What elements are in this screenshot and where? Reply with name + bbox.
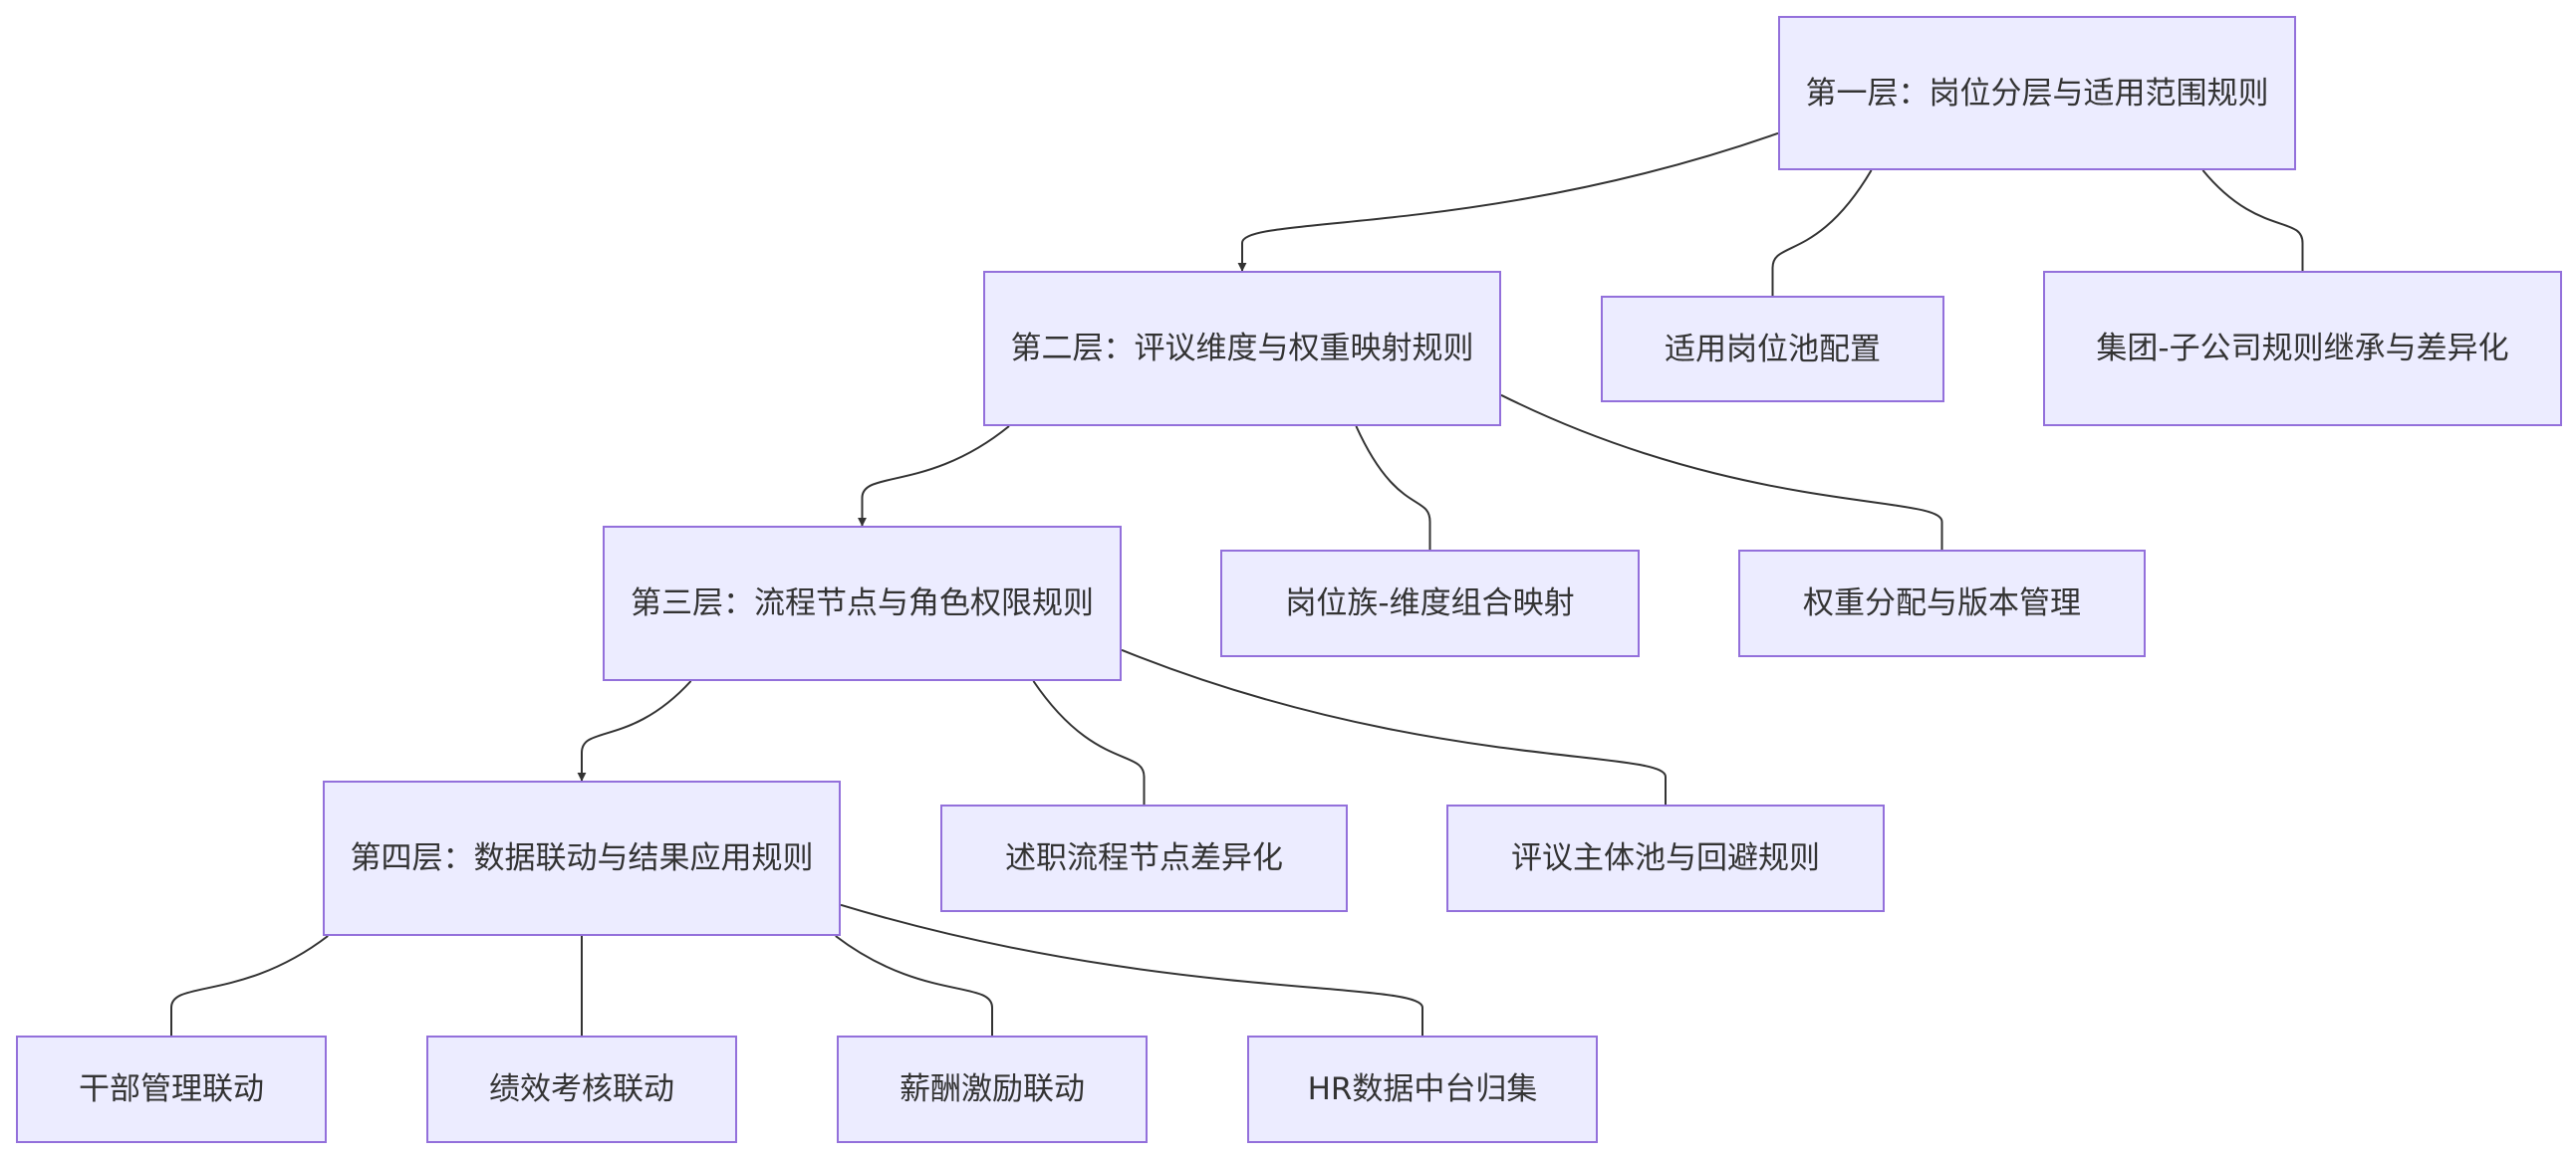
edge-layer2-to-family_map bbox=[1355, 425, 1431, 550]
node-layer2-dimension-weight-rules: 第二层：评议维度与权重映射规则 bbox=[983, 271, 1501, 426]
node-family-dimension-mapping: 岗位族-维度组合映射 bbox=[1220, 550, 1640, 657]
edge-layer4-to-hr_data bbox=[840, 903, 1423, 1036]
edge-layer1-to-layer2 bbox=[1237, 131, 1779, 272]
node-label: 绩效考核联动 bbox=[489, 1071, 674, 1107]
edge-layer4-to-comp_link bbox=[835, 935, 993, 1036]
node-label: 薪酬激励联动 bbox=[900, 1071, 1085, 1107]
node-label: 岗位族-维度组合映射 bbox=[1285, 585, 1575, 621]
node-label: 评议主体池与回避规则 bbox=[1511, 840, 1820, 876]
node-label: 第二层：评议维度与权重映射规则 bbox=[1010, 331, 1474, 366]
node-position-pool-config: 适用岗位池配置 bbox=[1601, 296, 1944, 402]
node-label: 第三层：流程节点与角色权限规则 bbox=[631, 585, 1094, 621]
node-layer1-scope-rules: 第一层：岗位分层与适用范围规则 bbox=[1778, 16, 2296, 170]
node-cadre-management-link: 干部管理联动 bbox=[16, 1036, 327, 1143]
node-group-inheritance: 集团-子公司规则继承与差异化 bbox=[2043, 271, 2562, 426]
node-label: 第四层：数据联动与结果应用规则 bbox=[350, 840, 814, 876]
node-subject-pool-avoidance: 评议主体池与回避规则 bbox=[1446, 805, 1885, 912]
edge-layer2-to-weight_version bbox=[1500, 393, 1943, 550]
node-process-differentiation: 述职流程节点差异化 bbox=[940, 805, 1348, 912]
edge-layer1-to-group_inherit bbox=[2201, 169, 2304, 271]
edge-layer3-to-subject_pool bbox=[1121, 648, 1667, 805]
node-hr-data-platform: HR数据中台归集 bbox=[1247, 1036, 1598, 1143]
node-performance-link: 绩效考核联动 bbox=[426, 1036, 737, 1143]
node-label: 适用岗位池配置 bbox=[1665, 331, 1881, 367]
node-label: HR数据中台归集 bbox=[1307, 1071, 1538, 1107]
edge-layer3-to-process_diff bbox=[1032, 680, 1146, 805]
node-label: 述职流程节点差异化 bbox=[1005, 840, 1283, 876]
edge-layer3-to-layer4 bbox=[577, 680, 692, 782]
edge-layer2-to-layer3 bbox=[858, 425, 1010, 527]
node-label: 第一层：岗位分层与适用范围规则 bbox=[1805, 75, 2269, 112]
node-label: 干部管理联动 bbox=[79, 1071, 264, 1107]
node-layer3-process-role-rules: 第三层：流程节点与角色权限规则 bbox=[603, 526, 1122, 681]
node-label: 集团-子公司规则继承与差异化 bbox=[2096, 331, 2509, 366]
edge-layer4-to-cadre_link bbox=[170, 935, 329, 1036]
node-compensation-link: 薪酬激励联动 bbox=[837, 1036, 1148, 1143]
node-layer4-data-linkage-rules: 第四层：数据联动与结果应用规则 bbox=[323, 781, 841, 936]
edge-layer1-to-pool_config bbox=[1771, 169, 1873, 296]
node-weight-version-management: 权重分配与版本管理 bbox=[1738, 550, 2146, 657]
node-label: 权重分配与版本管理 bbox=[1803, 585, 2081, 621]
